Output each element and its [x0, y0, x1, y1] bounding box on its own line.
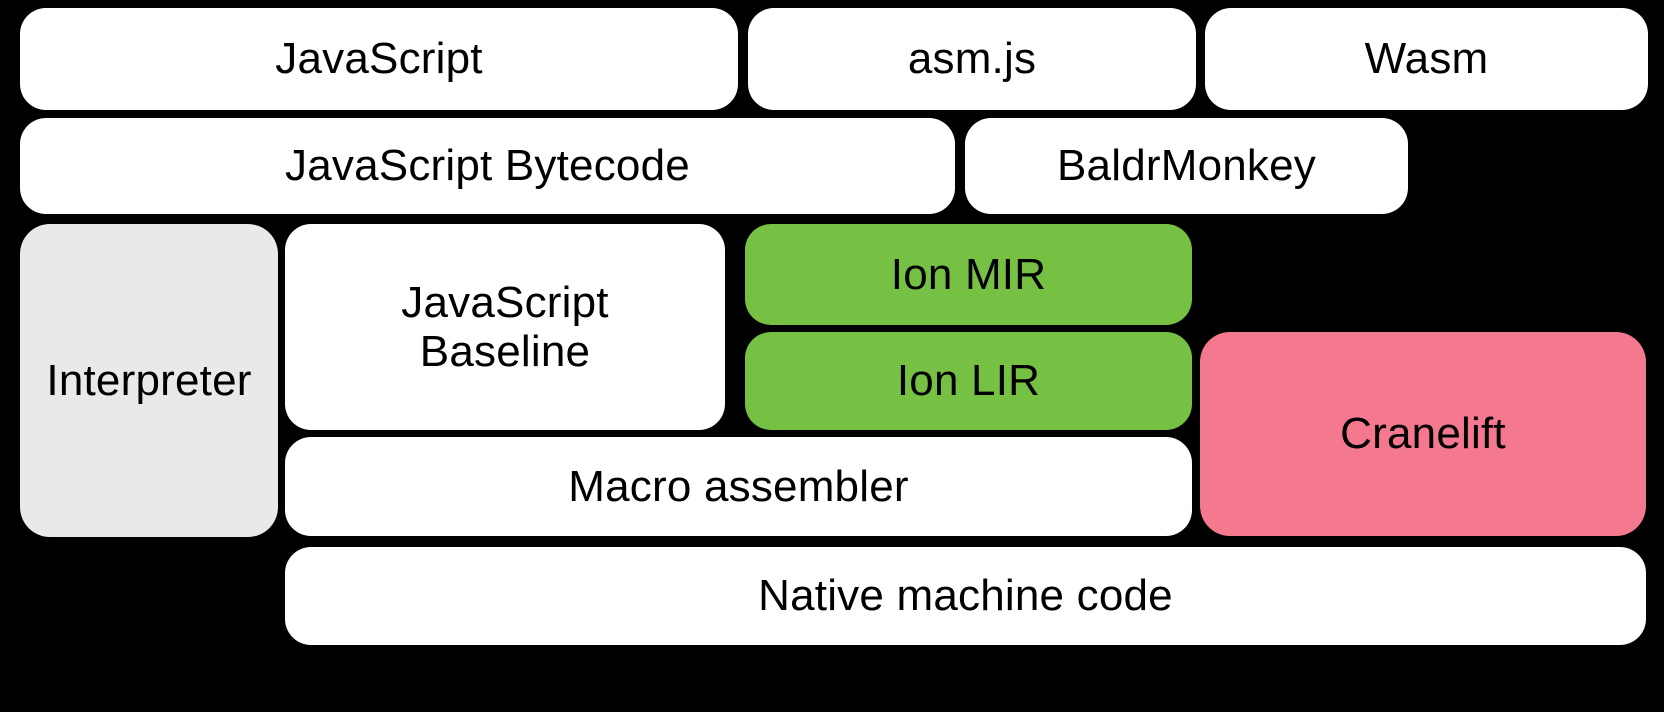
box-asmjs: asm.js: [748, 8, 1196, 110]
box-macro-assembler: Macro assembler: [285, 437, 1192, 536]
box-ion-lir: Ion LIR: [745, 332, 1192, 430]
box-ion-mir: Ion MIR: [745, 224, 1192, 325]
box-javascript: JavaScript: [20, 8, 738, 110]
box-wasm: Wasm: [1205, 8, 1648, 110]
box-javascript-baseline: JavaScript Baseline: [285, 224, 725, 430]
box-native-machine-code: Native machine code: [285, 547, 1646, 645]
box-interpreter: Interpreter: [20, 224, 278, 537]
box-cranelift: Cranelift: [1200, 332, 1646, 536]
box-baldrmonkey: BaldrMonkey: [965, 118, 1408, 214]
box-javascript-bytecode: JavaScript Bytecode: [20, 118, 955, 214]
